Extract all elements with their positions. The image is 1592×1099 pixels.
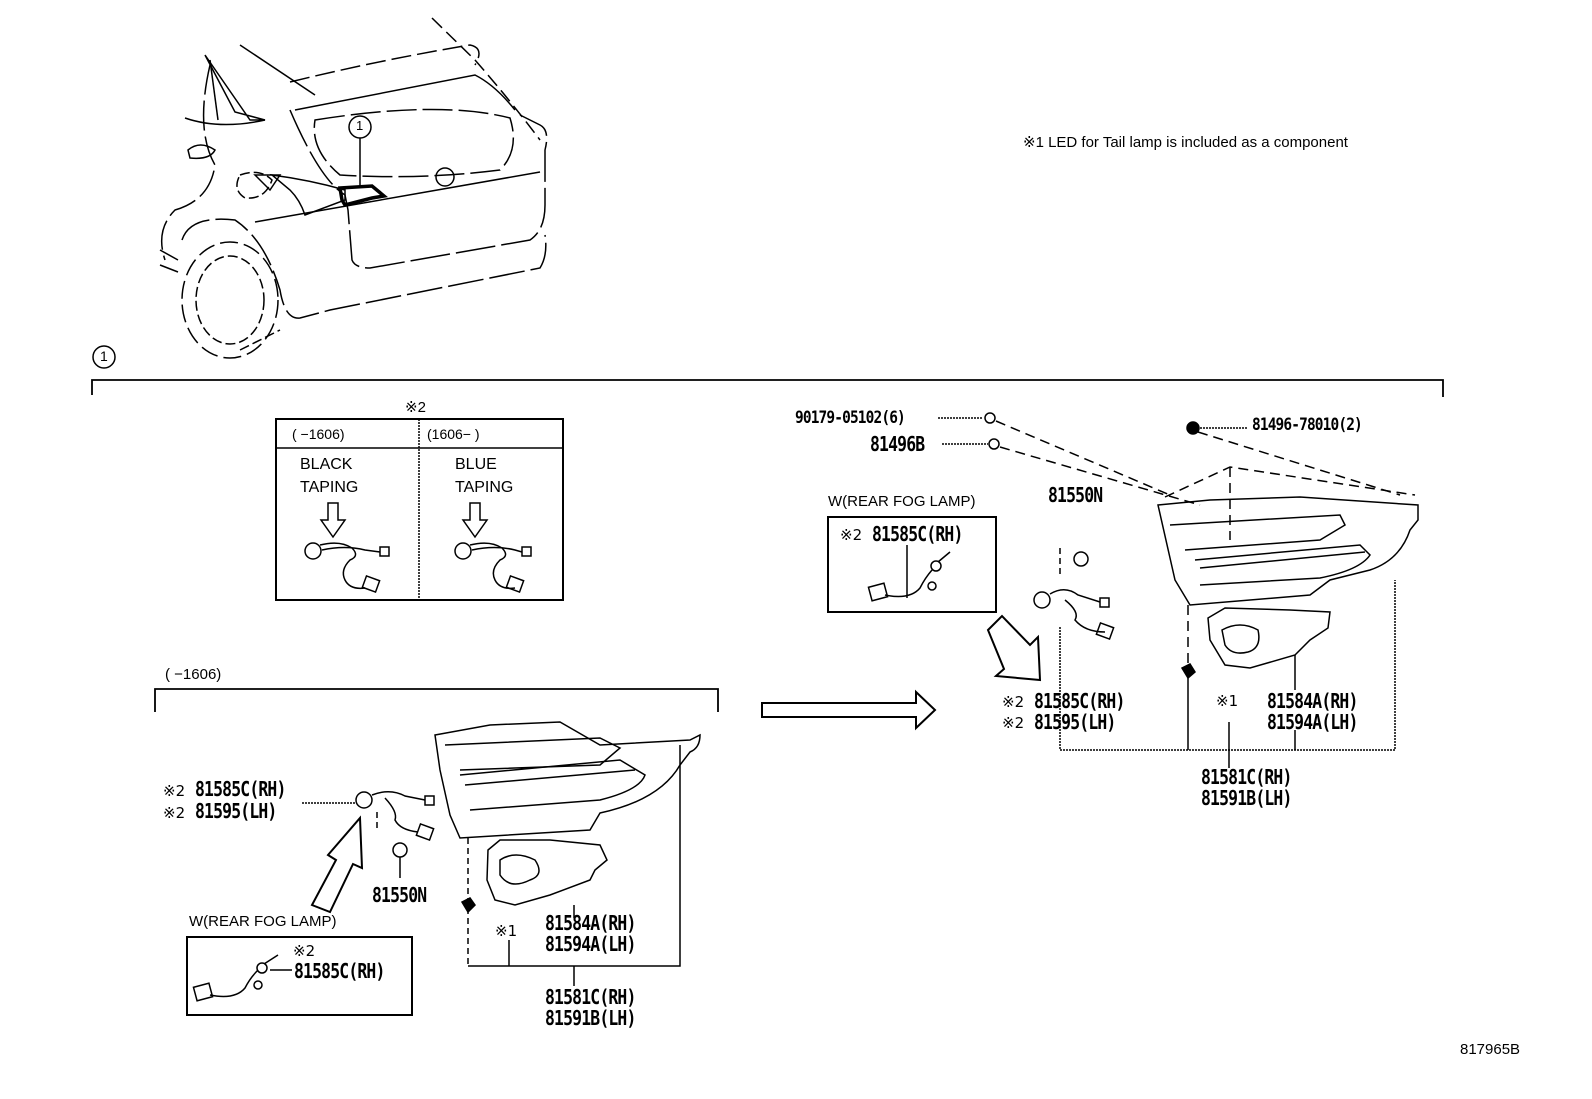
- new-lamp-rh-part: 81581C(RH): [1201, 765, 1292, 789]
- old-cover-rh-part: 81584A(RH): [545, 911, 636, 935]
- new-socket-lh-mark: ※2: [1002, 714, 1025, 732]
- new-socket-rh-part: 81585C(RH): [1034, 689, 1125, 713]
- old-cover-lh-part: 81594A(LH): [545, 932, 636, 956]
- old-socket-drawing: [355, 791, 435, 841]
- old-socket-lh-part: 81595(LH): [195, 799, 277, 823]
- old-lamp-lh-part: 81591B(LH): [545, 1006, 636, 1030]
- old-range-label: ( −1606): [165, 666, 222, 683]
- nut-part-3: 81496-78010(2): [1252, 415, 1363, 435]
- new-fog-part: 81585C(RH): [872, 522, 963, 546]
- new-lamp-lh-part: 81591B(LH): [1201, 786, 1292, 810]
- taping-col1-line1: BLACK: [300, 456, 353, 473]
- taping-note-mark: ※2: [405, 399, 426, 416]
- new-grommet-part: 81550N: [1048, 483, 1103, 507]
- old-socket-lh-mark: ※2: [163, 804, 186, 822]
- vehicle-taillamp-highlight: [337, 184, 389, 208]
- new-cover-drawing: [1207, 607, 1331, 669]
- old-lamp-rh-part: 81581C(RH): [545, 985, 636, 1009]
- taping-col2-line1: BLUE: [455, 456, 497, 473]
- old-fog-mark: ※2: [293, 942, 316, 960]
- led-footnote: ※1 LED for Tail lamp is included as a co…: [1023, 134, 1348, 151]
- socket-sketch-black: [304, 542, 390, 593]
- taping-col1-header: ( −1606): [292, 426, 345, 442]
- new-socket-drawing: [1033, 589, 1115, 640]
- new-cover-lh-part: 81594A(LH): [1267, 710, 1358, 734]
- old-fog-label: W(REAR FOG LAMP): [189, 913, 337, 930]
- vehicle-callout-circle: [348, 115, 372, 139]
- taping-col2-line2: TAPING: [455, 479, 514, 496]
- vehicle-callout-number: 1: [356, 118, 364, 133]
- new-tail-lamp-drawing: [1157, 496, 1419, 606]
- taping-col1-line2: TAPING: [300, 479, 359, 496]
- new-socket-lh-part: 81595(LH): [1034, 710, 1116, 734]
- nut-part-1: 90179-05102(6): [795, 408, 906, 428]
- drawing-id: 817965B: [1460, 1041, 1521, 1058]
- old-fog-part: 81585C(RH): [294, 959, 385, 983]
- new-fog-mark: ※2: [840, 526, 863, 544]
- old-fog-socket-drawing: [192, 954, 279, 1002]
- socket-sketch-blue: [454, 542, 532, 593]
- new-fog-label: W(REAR FOG LAMP): [828, 493, 976, 510]
- new-led-mark: ※1: [1216, 692, 1239, 710]
- new-fog-socket-drawing: [867, 551, 951, 602]
- taping-col2-header: (1606− ): [427, 426, 480, 442]
- new-cover-rh-part: 81584A(RH): [1267, 689, 1358, 713]
- main-callout-number: 1: [100, 348, 108, 364]
- nut-part-2: 81496B: [870, 432, 925, 456]
- old-socket-rh-part: 81585C(RH): [195, 777, 286, 801]
- vehicle-illustration: [159, 17, 548, 359]
- old-cover-drawing: [486, 839, 608, 906]
- new-socket-rh-mark: ※2: [1002, 693, 1025, 711]
- old-socket-rh-mark: ※2: [163, 782, 186, 800]
- main-callout-circle: [92, 345, 116, 369]
- old-grommet-part: 81550N: [372, 883, 427, 907]
- old-led-mark: ※1: [495, 922, 518, 940]
- old-tail-lamp-drawing: [434, 721, 701, 839]
